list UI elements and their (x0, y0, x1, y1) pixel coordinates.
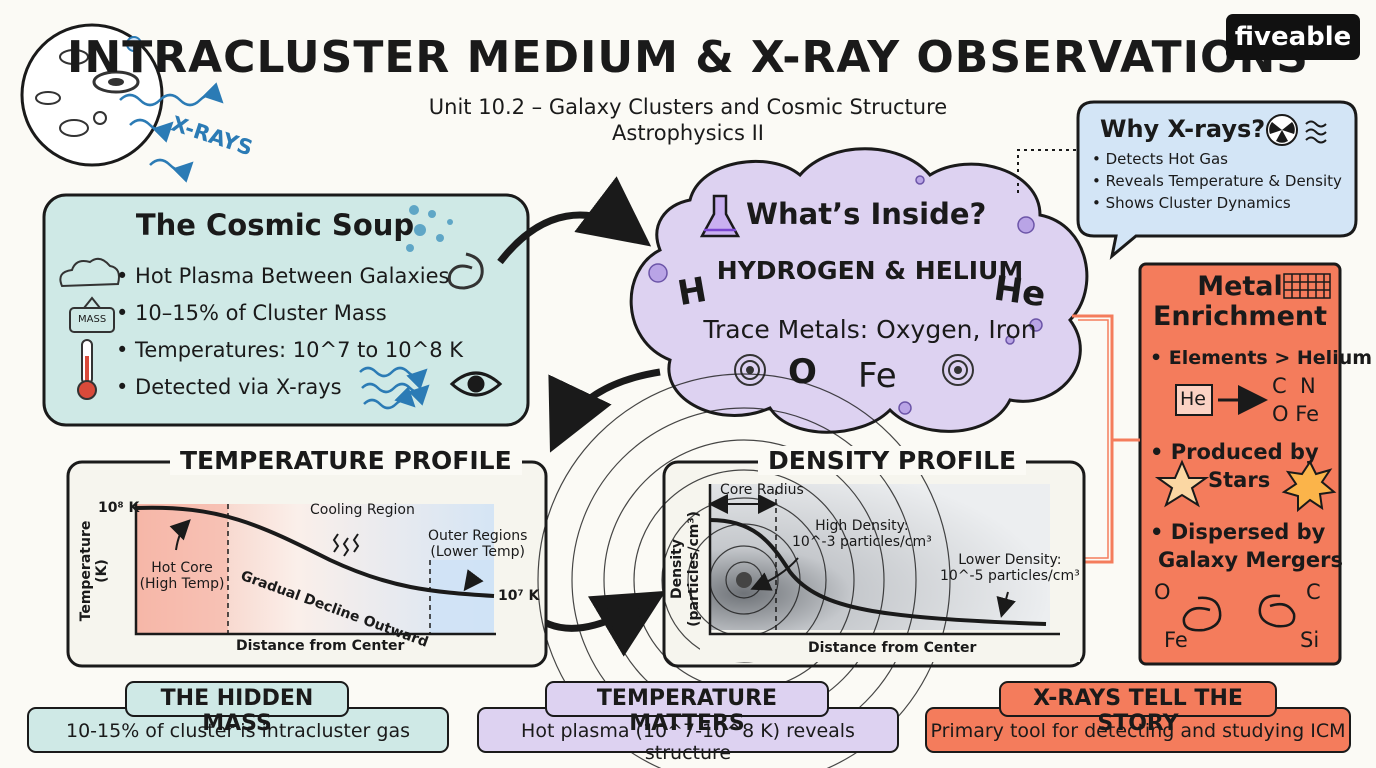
atom-o-icon (734, 354, 766, 386)
low-density-2: 10^-5 particles/cm³ (940, 568, 1080, 584)
density-y-1: Density (669, 538, 685, 600)
hidden-mass-title: THE HIDDEN MASS (160, 686, 314, 736)
galaxy-cluster-icon (20, 23, 164, 167)
temp-y-top: 10⁸ K (98, 500, 140, 516)
cloud-bubbles (648, 175, 1043, 415)
metal-title-2: Enrichment (1152, 301, 1328, 332)
heat-wiggle-icon (332, 533, 360, 557)
density-curve (709, 518, 1047, 626)
metal-bullet-3b: Galaxy Mergers (1158, 548, 1343, 572)
eye-icon (449, 371, 503, 397)
low-density-1: Lower Density: (958, 552, 1062, 568)
density-profile-title: DENSITY PROFILE (758, 446, 1027, 475)
outer-label: Outer Regions (Lower Temp) (428, 528, 527, 560)
high-density-2: 10^-3 particles/cm³ (792, 534, 932, 550)
arrow-inside-to-temp (548, 368, 661, 453)
whats-inside-line2: Trace Metals: Oxygen, Iron (703, 315, 1037, 344)
arrow-temp-to-density (527, 590, 667, 657)
corner-fe: Fe (1164, 628, 1188, 652)
thermometer-icon (77, 339, 97, 400)
metal-title-1: Metal (1197, 271, 1283, 302)
hot-core-label: Hot Core (High Temp) (136, 560, 228, 592)
corner-c: C (1306, 580, 1321, 604)
metal-enrichment-title: Metal Enrichment (1148, 272, 1332, 332)
density-x-label: Distance from Center (808, 640, 977, 656)
high-density-label: High Density: 10^-3 particles/cm³ (792, 518, 932, 550)
cosmic-soup-item-4: • Detected via X-rays (116, 375, 342, 399)
temperature-matters-body: Hot plasma (10^7-10^8 K) reveals structu… (521, 720, 855, 764)
metal-bullet-3a: • Dispersed by (1150, 520, 1326, 544)
subtitle-unit: Unit 10.2 – Galaxy Clusters and Cosmic S… (428, 95, 948, 119)
outer-1: Outer Regions (428, 528, 528, 544)
temperature-matters-title: TEMPERATURE MATTERS (596, 686, 778, 736)
low-density-label: Lower Density: 10^-5 particles/cm³ (940, 552, 1080, 584)
cosmic-soup-item-1: • Hot Plasma Between Galaxies (116, 264, 450, 288)
why-xrays-item-3: • Shows Cluster Dynamics (1092, 194, 1291, 212)
hot-core-1: Hot Core (151, 560, 213, 576)
hot-core-2: (High Temp) (139, 576, 225, 592)
temp-y-label: Temperature (K) (78, 520, 110, 622)
corner-si: Si (1300, 628, 1320, 652)
density-axes (708, 484, 1060, 636)
cosmic-soup-box (42, 193, 530, 427)
explosion-icon (1281, 460, 1337, 513)
xray-waves-icon (119, 82, 224, 183)
metal-bullet-2b: Stars (1208, 468, 1271, 492)
temp-curve (135, 505, 495, 598)
waves-icon (1305, 120, 1327, 144)
radiation-icon (1266, 114, 1298, 146)
page-title: INTRACLUSTER MEDIUM & X-RAY OBSERVATIONS (67, 32, 1309, 83)
why-xrays-item-1: • Detects Hot Gas (1092, 150, 1228, 168)
hidden-mass-body: 10-15% of cluster is intracluster gas (65, 720, 410, 742)
why-xrays-title: Why X-rays? (1100, 115, 1266, 143)
xrays-story-body: Primary tool for detecting and studying … (930, 720, 1346, 742)
mass-label: MASS (78, 314, 107, 325)
metal-elements-row1: C N (1272, 374, 1316, 398)
periodic-table-icon (1283, 273, 1331, 299)
spiral-galaxy-icon (447, 252, 484, 290)
page-subtitle: Unit 10.2 – Galaxy Clusters and Cosmic S… (0, 94, 1376, 146)
atom-fe-icon (942, 354, 974, 386)
temp-axes (134, 504, 496, 636)
element-fe: Fe (858, 356, 897, 396)
metal-enrichment-box (1138, 262, 1342, 666)
cosmic-soup-title: The Cosmic Soup (135, 208, 415, 242)
xrays-story-title: X-RAYS TELL THE STORY (1033, 686, 1243, 736)
star-icon (1154, 459, 1210, 508)
corner-o: O (1154, 580, 1171, 604)
density-y-label: Density (particles/cm³) (669, 509, 703, 629)
element-he: He (991, 268, 1049, 316)
flask-icon (699, 194, 741, 238)
soup-bubbles-icon (406, 205, 453, 252)
he-box (1175, 384, 1213, 416)
temp-x-label: Distance from Center (236, 638, 405, 654)
whats-inside-title: What’s Inside? (746, 197, 987, 231)
why-xrays-item-2: • Reveals Temperature & Density (1092, 172, 1342, 190)
bracket-connector (1072, 314, 1140, 564)
cooling-label: Cooling Region (310, 502, 415, 518)
he-box-label: He (1180, 388, 1206, 410)
metal-bullet-1: • Elements > Helium (1150, 347, 1373, 369)
metal-bullet-2a: • Produced by (1150, 440, 1319, 464)
brand-logo[interactable]: fiveable (1226, 14, 1360, 60)
high-density-1: High Density: (815, 518, 909, 534)
cloud-icon (59, 257, 120, 288)
cosmic-soup-item-2: • 10–15% of Cluster Mass (116, 301, 387, 325)
temperature-profile-title: TEMPERATURE PROFILE (170, 446, 522, 475)
element-o: O (788, 352, 817, 392)
dotted-connector (1017, 149, 1076, 196)
cosmic-soup-item-3: • Temperatures: 10^7 to 10^8 K (116, 338, 464, 362)
merging-galaxies-icon (1182, 594, 1296, 632)
core-radius-label: Core Radius (720, 482, 804, 498)
temp-y-bottom: 10⁷ K (498, 588, 540, 604)
outer-2: (Lower Temp) (430, 544, 526, 560)
density-y-2: (particles/cm³) (686, 511, 702, 627)
subtitle-course: Astrophysics II (612, 121, 764, 145)
metal-elements-row2: O Fe (1272, 402, 1320, 426)
whats-inside-line1: HYDROGEN & HELIUM (716, 256, 1024, 285)
xray-stream-icon (359, 366, 430, 410)
arrow-soup-to-inside (497, 176, 652, 265)
scale-icon (69, 296, 115, 333)
